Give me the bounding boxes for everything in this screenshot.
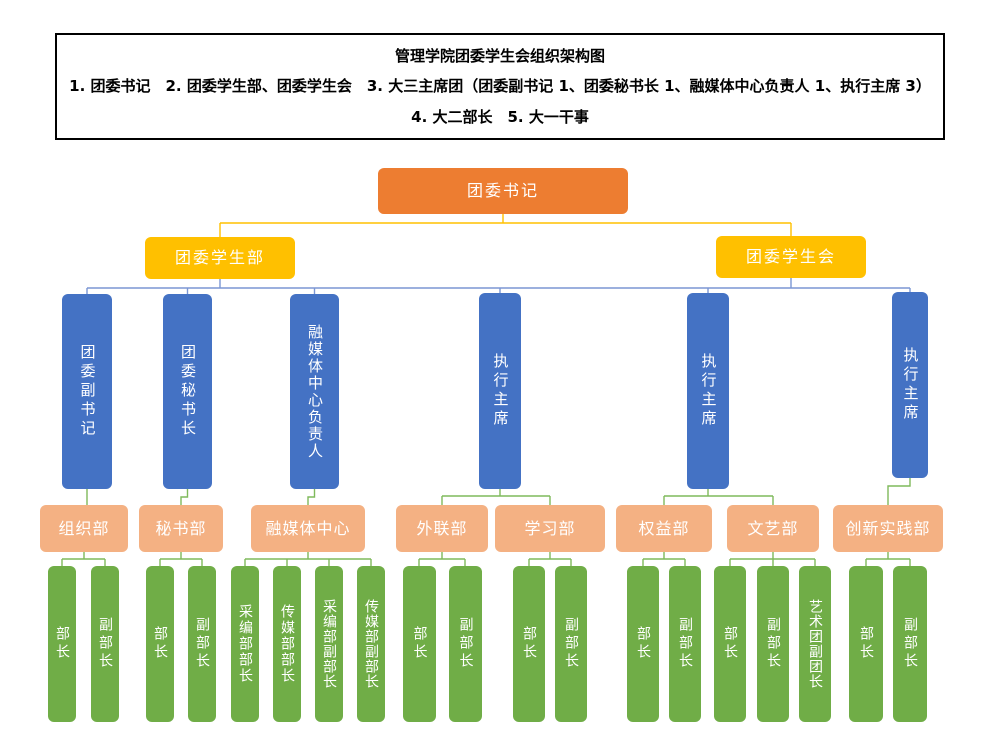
node-outreach-vice-minister: 副部长 xyxy=(449,566,482,722)
node-secretariat-dept: 秘书部 xyxy=(139,505,223,552)
node-arts-dept: 文艺部 xyxy=(727,505,819,552)
title-box: 管理学院团委学生会组织架构图 1. 团委书记 2. 团委学生部、团委学生会 3.… xyxy=(55,33,945,140)
legend-line-levels-1-3: 1. 团委书记 2. 团委学生部、团委学生会 3. 大三主席团（团委副书记 1、… xyxy=(69,77,931,96)
node-editorial-vice-minister: 采编部副部长 xyxy=(315,566,343,722)
node-study-vice-minister: 副部长 xyxy=(555,566,587,722)
legend-line-levels-4-5: 4. 大二部长 5. 大一干事 xyxy=(411,107,589,126)
node-study-dept: 学习部 xyxy=(495,505,605,552)
node-arts-minister: 部长 xyxy=(714,566,746,722)
node-media-minister: 传媒部部长 xyxy=(273,566,301,722)
node-outreach-dept: 外联部 xyxy=(396,505,488,552)
node-rights-minister: 部长 xyxy=(627,566,659,722)
node-executive-chair-3: 执行主席 xyxy=(892,292,928,478)
node-league-student-dept: 团委学生部 xyxy=(145,237,295,279)
node-media-vice-minister: 传媒部副部长 xyxy=(357,566,385,722)
node-sec-minister: 部长 xyxy=(146,566,174,722)
node-editorial-minister: 采编部部长 xyxy=(231,566,259,722)
node-organization-dept: 组织部 xyxy=(40,505,128,552)
node-org-vice-minister: 副部长 xyxy=(91,566,119,722)
edge-leaders-to-departments xyxy=(86,478,911,505)
node-executive-chair-1: 执行主席 xyxy=(479,293,521,489)
node-innovation-minister: 部长 xyxy=(849,566,883,722)
edge-divisions-to-leaders xyxy=(86,278,911,294)
node-study-minister: 部长 xyxy=(513,566,545,722)
node-media-center-head: 融媒体中心负责人 xyxy=(290,294,339,489)
node-executive-chair-2: 执行主席 xyxy=(687,293,729,489)
node-innovation-vice-minister: 副部长 xyxy=(893,566,927,722)
edge-departments-to-staff xyxy=(61,552,911,566)
node-outreach-minister: 部长 xyxy=(403,566,436,722)
page-title: 管理学院团委学生会组织架构图 xyxy=(394,47,605,66)
node-chief-secretary: 团委秘书长 xyxy=(163,294,212,489)
node-media-center: 融媒体中心 xyxy=(251,505,365,552)
node-innovation-practice-dept: 创新实践部 xyxy=(833,505,943,552)
node-org-minister: 部长 xyxy=(48,566,76,722)
edge-root-to-divisions xyxy=(219,214,792,237)
node-rights-dept: 权益部 xyxy=(616,505,712,552)
node-league-secretary: 团委书记 xyxy=(378,168,628,214)
node-art-troupe-vice-leader: 艺术团副团长 xyxy=(799,566,831,722)
node-arts-vice-minister: 副部长 xyxy=(757,566,789,722)
node-sec-vice-minister: 副部长 xyxy=(188,566,216,722)
node-deputy-secretary: 团委副书记 xyxy=(62,294,112,489)
node-league-student-union: 团委学生会 xyxy=(716,236,866,278)
node-rights-vice-minister: 副部长 xyxy=(669,566,701,722)
